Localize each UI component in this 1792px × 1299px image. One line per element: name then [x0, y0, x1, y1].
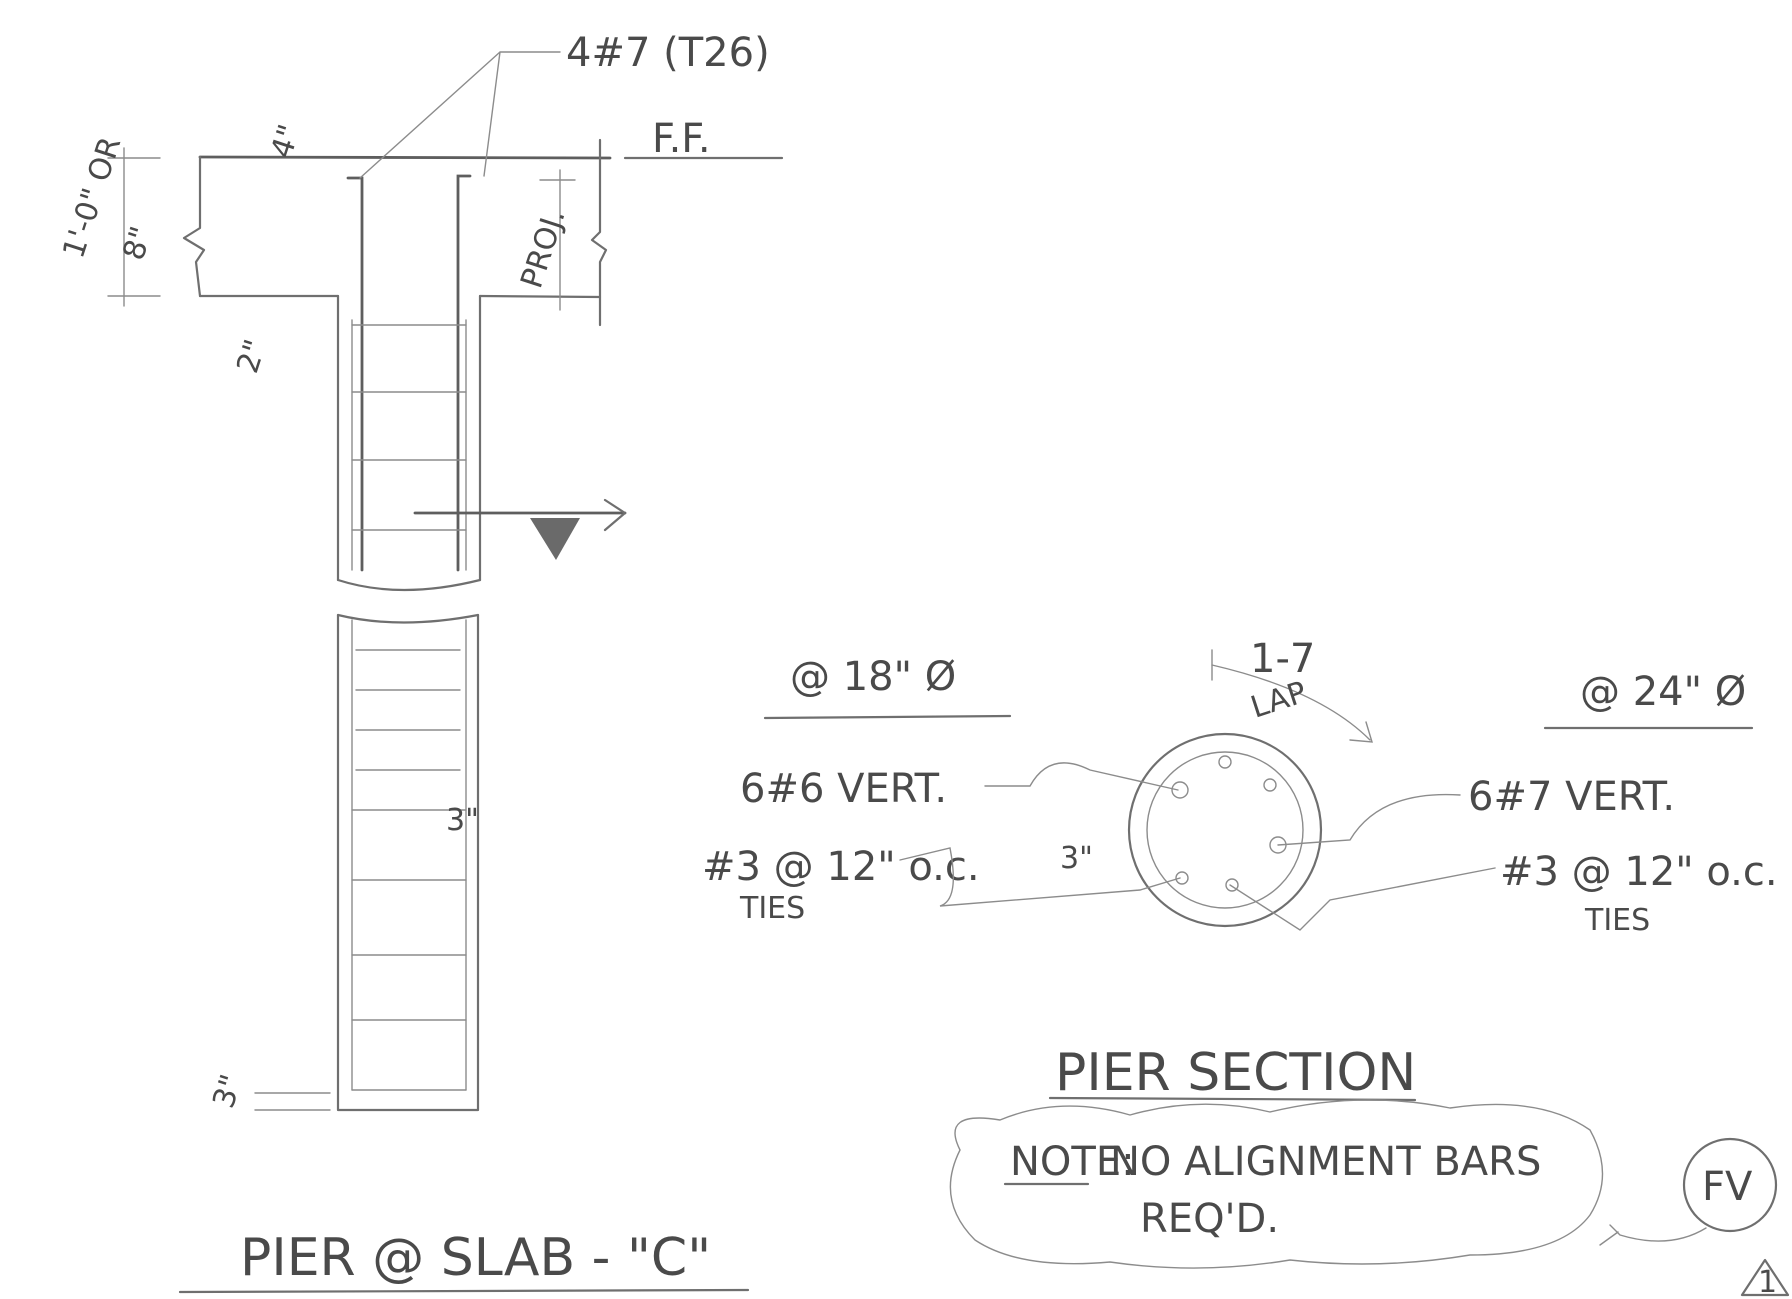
pier-break-lower [336, 613, 480, 624]
right-ties-1: #3 @ 12" o.c. [1500, 849, 1778, 895]
dim-slab-total: 1'-0" OR [56, 133, 128, 263]
rebar-callout-leader [359, 51, 561, 179]
initials: FV [1702, 1164, 1753, 1210]
pier-section: 1-7 LAP 3" @ 18" Ø 6#6 VERT. #3 @ 12" o.… [702, 636, 1778, 1103]
lap-arrow [1211, 649, 1373, 743]
note-line2: REQ'D. [1140, 1196, 1279, 1242]
left-vert: 6#6 VERT. [740, 766, 947, 812]
lap-arc [1211, 664, 1371, 741]
dim-slab-depth: 8" [116, 222, 159, 264]
elevation-title: PIER @ SLAB - "C" [240, 1228, 711, 1288]
pier-inner-circle [1146, 751, 1304, 909]
elevation-title-underline [178, 1288, 750, 1294]
pier-elevation: F.F. 1'-0" OR 8" [56, 30, 784, 1294]
dowel-right [456, 174, 472, 572]
right-ties-leader [1229, 867, 1496, 931]
revision-mark: FV 1 [1599, 1137, 1790, 1299]
slab-top-line [198, 155, 612, 160]
ff-label: F.F. [652, 116, 711, 162]
slab-bottom-line [198, 294, 602, 299]
right-ties-2: TIES [1584, 903, 1650, 938]
pier-left-face-lower [336, 613, 480, 1112]
right-vert: 6#7 VERT. [1468, 774, 1675, 820]
left-ties-leader [899, 847, 1181, 907]
left-ties-2: TIES [739, 891, 805, 926]
grade-arrow [603, 498, 627, 532]
lap-hatch [355, 649, 461, 771]
dim-side-cover: 3" [446, 803, 479, 838]
pier-outer-circle [1127, 732, 1323, 928]
rebar-dot [1263, 778, 1277, 792]
dim-bottom-cover: 3" [206, 1070, 249, 1112]
right-dia: @ 24" Ø [1580, 669, 1746, 715]
dim-below-slab: 2" [230, 335, 273, 377]
slab-right-edge [590, 138, 608, 327]
rebar-dot [1218, 755, 1232, 769]
right-vert-leader [1277, 793, 1461, 846]
cloud-outline [949, 1099, 1604, 1269]
pier-break-upper [336, 578, 482, 592]
lap-dim: 1-7 [1250, 636, 1315, 682]
left-dia-underline [763, 714, 1012, 720]
note-cloud: NOTE: NO ALIGNMENT BARS REQ'D. [949, 1099, 1604, 1269]
revision-triangle [1740, 1258, 1790, 1297]
dim-slab-line [107, 147, 161, 307]
dowel-left [346, 176, 364, 572]
rebar-dot [1171, 781, 1189, 799]
initials-circle [1682, 1137, 1778, 1233]
rebar-dot [1225, 878, 1239, 892]
initials-leader [1599, 1224, 1707, 1246]
rebar-callout: 4#7 (T26) [566, 30, 770, 76]
note-line1: NO ALIGNMENT BARS [1110, 1139, 1541, 1185]
lap-label: LAP [1247, 675, 1311, 726]
grade-symbol [530, 518, 580, 560]
slab-left-break [182, 155, 206, 298]
dim-projection: PROJ. [514, 205, 572, 293]
left-dia: @ 18" Ø [790, 654, 956, 700]
left-vert-leader [984, 762, 1179, 791]
cover-label: 3" [1060, 841, 1093, 876]
revision-tag: 1 [1758, 1265, 1777, 1299]
section-title: PIER SECTION [1055, 1043, 1416, 1103]
rebar-dot [1175, 871, 1189, 885]
dim-bottom-line [254, 1092, 331, 1111]
note-prefix: NOTE: [1010, 1139, 1135, 1185]
dim-proj-line [539, 169, 576, 311]
